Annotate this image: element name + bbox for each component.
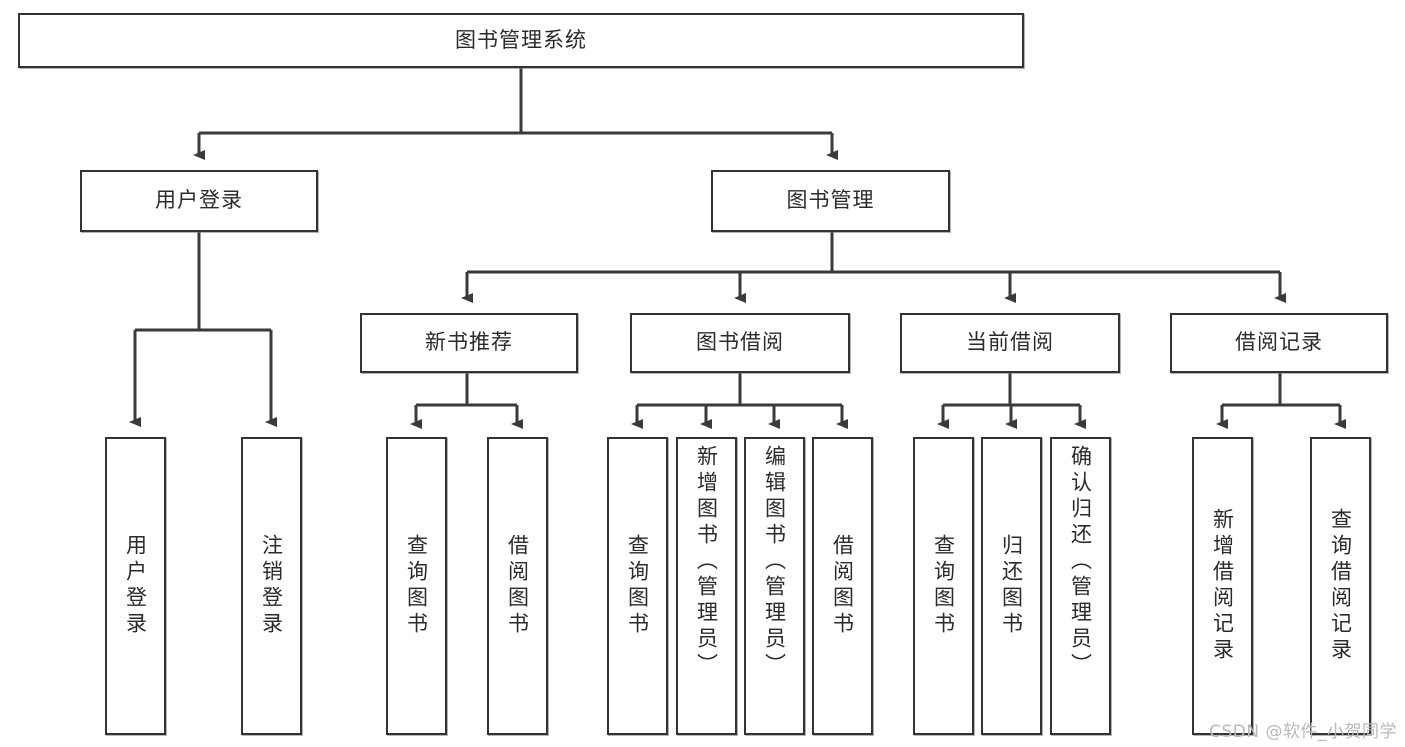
node-leaf-confirm-return[interactable]: 确认归还（管理员） [1050,437,1111,735]
node-user-login-label: 用户登录 [155,188,243,213]
node-borrow-record[interactable]: 借阅记录 [1170,313,1388,373]
node-leaf-add-book[interactable]: 新增图书（管理员） [676,437,737,735]
node-leaf-user-login-label: 用户登录 [123,534,148,638]
node-leaf-query-record[interactable]: 查询借阅记录 [1310,437,1371,735]
node-new-book-recommend-label: 新书推荐 [425,330,513,355]
node-leaf-query-book-3-label: 查询图书 [931,534,956,638]
node-user-login[interactable]: 用户登录 [80,170,318,232]
node-leaf-edit-book-label: 编辑图书（管理员） [762,445,787,679]
node-borrow-record-label: 借阅记录 [1235,330,1323,355]
node-leaf-borrow-book-2[interactable]: 借阅图书 [812,437,873,735]
node-leaf-add-record[interactable]: 新增借阅记录 [1192,437,1253,735]
node-leaf-query-book-2[interactable]: 查询图书 [607,437,668,735]
node-leaf-add-book-label: 新增图书（管理员） [694,445,719,679]
node-book-manage-label: 图书管理 [786,188,875,213]
node-leaf-confirm-return-label: 确认归还（管理员） [1068,445,1093,679]
node-leaf-query-book-1-label: 查询图书 [404,534,429,638]
node-leaf-borrow-book-2-label: 借阅图书 [830,534,855,638]
node-leaf-edit-book[interactable]: 编辑图书（管理员） [744,437,805,735]
node-new-book-recommend[interactable]: 新书推荐 [360,313,578,373]
node-leaf-return-book[interactable]: 归还图书 [981,437,1042,735]
node-leaf-query-book-2-label: 查询图书 [625,534,650,638]
node-book-borrow[interactable]: 图书借阅 [630,313,850,373]
node-book-manage[interactable]: 图书管理 [711,170,950,232]
node-leaf-query-record-label: 查询借阅记录 [1328,508,1353,664]
node-root-label: 图书管理系统 [455,27,587,52]
node-leaf-borrow-book-1-label: 借阅图书 [505,534,530,638]
node-leaf-return-book-label: 归还图书 [999,534,1024,638]
node-leaf-add-record-label: 新增借阅记录 [1210,508,1235,664]
node-current-borrow-label: 当前借阅 [966,330,1054,355]
node-leaf-query-book-1[interactable]: 查询图书 [386,437,447,735]
node-current-borrow[interactable]: 当前借阅 [900,313,1120,373]
node-leaf-borrow-book-1[interactable]: 借阅图书 [487,437,548,735]
node-leaf-query-book-3[interactable]: 查询图书 [913,437,974,735]
node-root[interactable]: 图书管理系统 [18,13,1024,68]
node-book-borrow-label: 图书借阅 [696,330,784,355]
node-leaf-logout-login-label: 注销登录 [259,534,284,638]
node-leaf-logout-login[interactable]: 注销登录 [241,437,302,735]
node-leaf-user-login[interactable]: 用户登录 [105,437,166,735]
